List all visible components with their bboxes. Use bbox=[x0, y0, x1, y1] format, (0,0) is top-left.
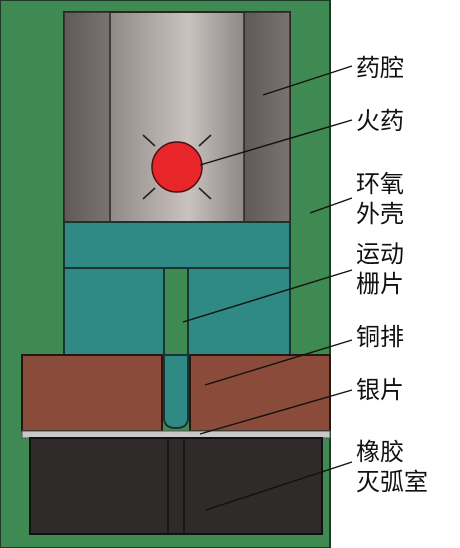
label-gunpowder: 火药 bbox=[356, 107, 404, 135]
leader-copper-bar bbox=[204, 339, 353, 386]
moving-grid bbox=[63, 221, 291, 430]
label-epoxy-shell-line1: 环氧 bbox=[356, 170, 404, 198]
label-moving-grid-line1: 运动 bbox=[356, 240, 404, 268]
leader-moving-grid bbox=[182, 269, 353, 323]
leader-charge-cavity bbox=[262, 65, 353, 96]
copper-bar bbox=[21, 354, 331, 432]
gunpowder-charge bbox=[142, 134, 212, 200]
leader-gunpowder bbox=[199, 119, 353, 166]
label-moving-grid-line2: 栅片 bbox=[356, 270, 404, 298]
label-rubber-chamber-line2: 灭弧室 bbox=[356, 468, 428, 496]
label-rubber-chamber-line1: 橡胶 bbox=[356, 438, 404, 466]
leader-rubber-chamber bbox=[205, 461, 353, 511]
leader-epoxy-shell bbox=[309, 197, 353, 214]
label-epoxy-shell-line2: 外壳 bbox=[356, 200, 404, 228]
label-copper-bar: 铜排 bbox=[356, 323, 404, 351]
leader-silver-strip bbox=[199, 389, 353, 435]
rubber-arc-chamber bbox=[29, 437, 323, 535]
silver-strip bbox=[21, 430, 331, 439]
label-charge-cavity: 药腔 bbox=[356, 54, 404, 82]
label-silver-strip: 银片 bbox=[356, 376, 404, 404]
